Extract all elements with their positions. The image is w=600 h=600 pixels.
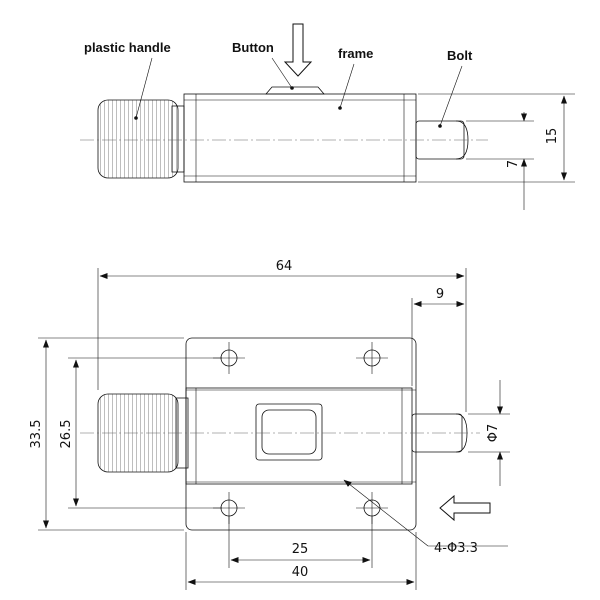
press-down-arrow-icon [283,23,313,77]
dimension-25: 25 [228,516,373,568]
dimension-9: 9 [411,287,465,386]
dimension-phi-7: Φ7 [468,380,510,486]
frame-leader [339,63,355,109]
svg-text:33.5: 33.5 [29,420,44,449]
svg-text:9: 9 [436,287,444,302]
dimension-33-5: 33.5 [29,337,184,531]
plastic-handle-side [97,99,185,179]
dimension-64: 64 [97,259,467,412]
bolt-label: Bolt [447,48,473,63]
plastic-handle-leader [135,57,153,119]
mounting-plate [185,337,417,531]
bolt-leader [439,65,463,127]
push-left-arrow-icon [439,494,491,522]
mounting-holes [213,342,388,524]
button-label: Button [232,40,274,55]
frame-label: frame [338,46,373,61]
dimension-15: 15 [418,93,575,183]
dimension-7: 7 [466,112,534,210]
svg-text:4-Φ3.3: 4-Φ3.3 [434,541,478,556]
svg-text:25: 25 [292,542,309,557]
plan-view: 64 9 33.5 26.5 Φ7 [29,259,510,590]
svg-text:40: 40 [292,565,309,580]
plastic-handle-label: plastic handle [84,40,171,55]
holes-callout: 4-Φ3.3 [343,479,508,556]
frame-top [185,387,413,485]
svg-text:Φ7: Φ7 [486,424,501,443]
button-side [265,86,325,95]
svg-text:7: 7 [506,160,521,168]
dimension-26-5: 26.5 [59,357,222,509]
frame-side [183,93,417,183]
svg-text:15: 15 [545,128,560,145]
svg-text:64: 64 [276,259,293,274]
hole [356,342,388,374]
button-leader [271,57,293,89]
side-view: plastic handle Button frame Bolt 15 7 [80,23,575,210]
svg-text:26.5: 26.5 [59,420,74,449]
push-button [255,403,323,461]
dimension-40: 40 [185,532,417,590]
